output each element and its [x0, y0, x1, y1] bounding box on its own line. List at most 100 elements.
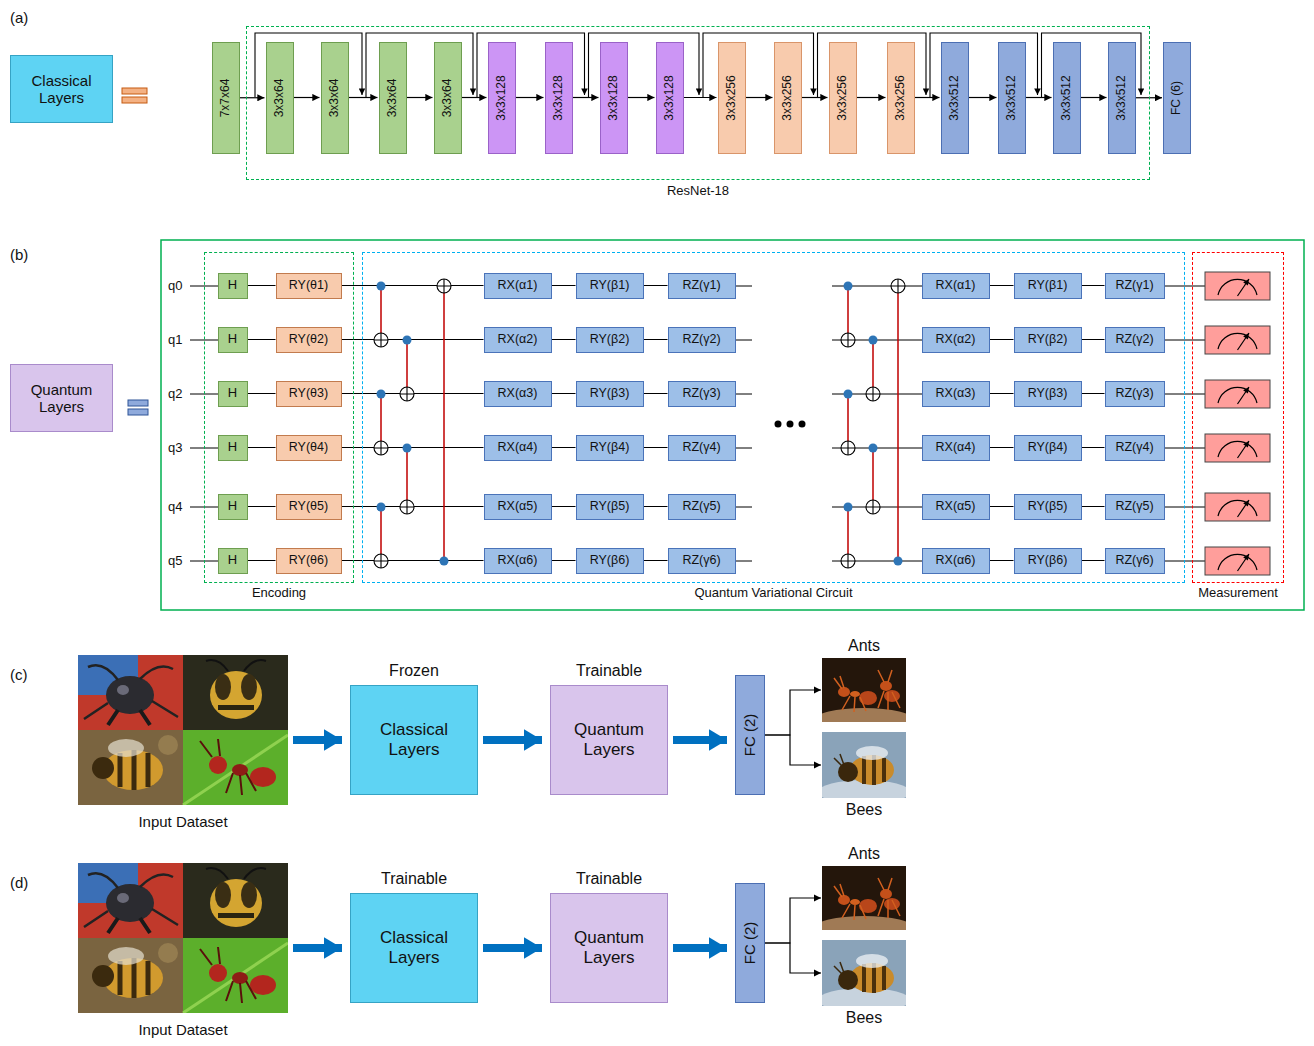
- qubit-wire: [552, 285, 576, 286]
- text-holder: RZ(γ5): [669, 495, 735, 519]
- conv-block: 3x3x64: [266, 42, 294, 154]
- qubit-wire: [552, 339, 576, 340]
- measurement-meter: [1205, 434, 1270, 462]
- rotation-gate: RZ(γ2): [668, 327, 736, 353]
- cnot-gate: [374, 333, 388, 347]
- sample-image: [818, 732, 910, 804]
- conv-block: 3x3x64: [379, 42, 407, 154]
- measurement-meter: [1205, 272, 1270, 575]
- class-image: Ants: [822, 866, 906, 930]
- box-label: RY(β2): [582, 332, 638, 346]
- box-label: RZ(γ6): [674, 553, 730, 567]
- rotation-gate: RY(θ1): [276, 273, 342, 299]
- rotation-gate: RX(α6): [922, 548, 990, 574]
- box-label: RY(β3): [582, 386, 638, 400]
- equals-icon: [128, 400, 148, 406]
- cnot-gate: [374, 279, 905, 568]
- rotation-gate: RZ(γ6): [1105, 548, 1165, 574]
- box-heading: Bees: [846, 1009, 882, 1027]
- text-holder: H: [219, 274, 247, 298]
- text-holder: RZ(γ2): [1106, 328, 1164, 352]
- text-holder: RX(α1): [485, 274, 551, 298]
- box-heading: Frozen: [389, 662, 439, 680]
- connector-arrow: [1136, 97, 1163, 98]
- conv-block: 7x7x64: [212, 42, 240, 154]
- conv-block: 3x3x128: [600, 42, 628, 154]
- block-label: 3x3x256: [725, 75, 739, 120]
- measurement-meter: [1205, 547, 1270, 575]
- rotation-gate: RZ(γ4): [668, 435, 736, 461]
- rotation-gate: RX(α2): [922, 327, 990, 353]
- block-label: 3x3x64: [386, 78, 400, 117]
- text-holder: RZ(γ4): [669, 436, 735, 460]
- conv-block: 3x3x256: [887, 42, 915, 154]
- flow-arrow: [673, 736, 727, 744]
- qubit-wire: [248, 506, 276, 507]
- qubit-label: q3: [168, 440, 182, 456]
- conv-block: 3x3x256: [718, 42, 746, 154]
- text-holder: RX(α6): [485, 549, 551, 573]
- text-holder: Quantum Layers: [551, 686, 667, 794]
- text-holder: RY(β4): [1015, 436, 1081, 460]
- rotation-gate: RZ(γ2): [1105, 327, 1165, 353]
- rotation-gate: RY(β1): [576, 273, 644, 299]
- box-heading: Ants: [848, 637, 880, 655]
- box-label: RY(β4): [582, 440, 638, 454]
- quantum-frame: [161, 240, 1304, 610]
- rotation-gate: RY(β4): [576, 435, 644, 461]
- text-holder: RY(θ4): [277, 436, 341, 460]
- cnot-gate: [377, 390, 386, 399]
- qubit-wire: [552, 560, 576, 561]
- connector-arrow: [684, 97, 717, 98]
- rotation-gate: RY(β1): [1014, 273, 1082, 299]
- text-holder: RY(θ5): [277, 495, 341, 519]
- box-label: RY(θ6): [282, 553, 336, 567]
- text-holder: RX(α4): [485, 436, 551, 460]
- box-label: RY(β6): [582, 553, 638, 567]
- block-label: FC (2): [741, 714, 758, 757]
- conv-block: 3x3x512: [998, 42, 1026, 154]
- qubit-wire: [644, 447, 668, 448]
- cnot-gate: [374, 554, 388, 568]
- block-label: 3x3x256: [894, 75, 908, 120]
- text-holder: RZ(γ1): [669, 274, 735, 298]
- rotation-gate: RY(β2): [1014, 327, 1082, 353]
- connector-arrow: [349, 97, 378, 98]
- connector-arrow: [240, 97, 265, 98]
- flow-arrow: [483, 944, 542, 952]
- connector-arrow: [765, 690, 821, 735]
- qubit-wire: [1082, 447, 1105, 448]
- text-holder: RX(α6): [923, 549, 989, 573]
- box-heading: Bees: [846, 801, 882, 819]
- text-holder: RZ(γ4): [1106, 436, 1164, 460]
- text-holder: Classical Layers: [351, 686, 477, 794]
- cnot-gate: [403, 444, 412, 453]
- text-holder: RY(β5): [1015, 495, 1081, 519]
- box-label: RX(α4): [928, 440, 984, 454]
- box-label: RX(α1): [490, 278, 546, 292]
- text-holder: H: [219, 436, 247, 460]
- rotation-gate: RY(β6): [576, 548, 644, 574]
- rotation-gate: RZ(γ3): [668, 381, 736, 407]
- text-holder: RY(β3): [1015, 382, 1081, 406]
- qubit-wire: [1082, 339, 1105, 340]
- measurement-frame: Measurement: [1192, 252, 1284, 583]
- qubit-wire: [1082, 560, 1105, 561]
- box-label: RZ(γ5): [674, 499, 730, 513]
- box-label: RY(β2): [1020, 332, 1076, 346]
- block-label: 3x3x512: [1060, 75, 1074, 120]
- connector-arrow: [407, 97, 433, 98]
- sample-image: [814, 866, 914, 940]
- rotation-gate: RY(β6): [1014, 548, 1082, 574]
- text-holder: RY(β6): [1015, 549, 1081, 573]
- qubit-wire: [552, 447, 576, 448]
- measurement-meter: [1205, 326, 1270, 354]
- qubit-wire: [1082, 285, 1105, 286]
- qubit-wire: [248, 393, 276, 394]
- hadamard-gate: H: [218, 327, 248, 353]
- sample-image: [818, 940, 910, 1012]
- connector-arrow: [516, 97, 544, 98]
- qubit-wire: [990, 447, 1014, 448]
- text-holder: RX(α3): [923, 382, 989, 406]
- cnot-link: [381, 286, 898, 561]
